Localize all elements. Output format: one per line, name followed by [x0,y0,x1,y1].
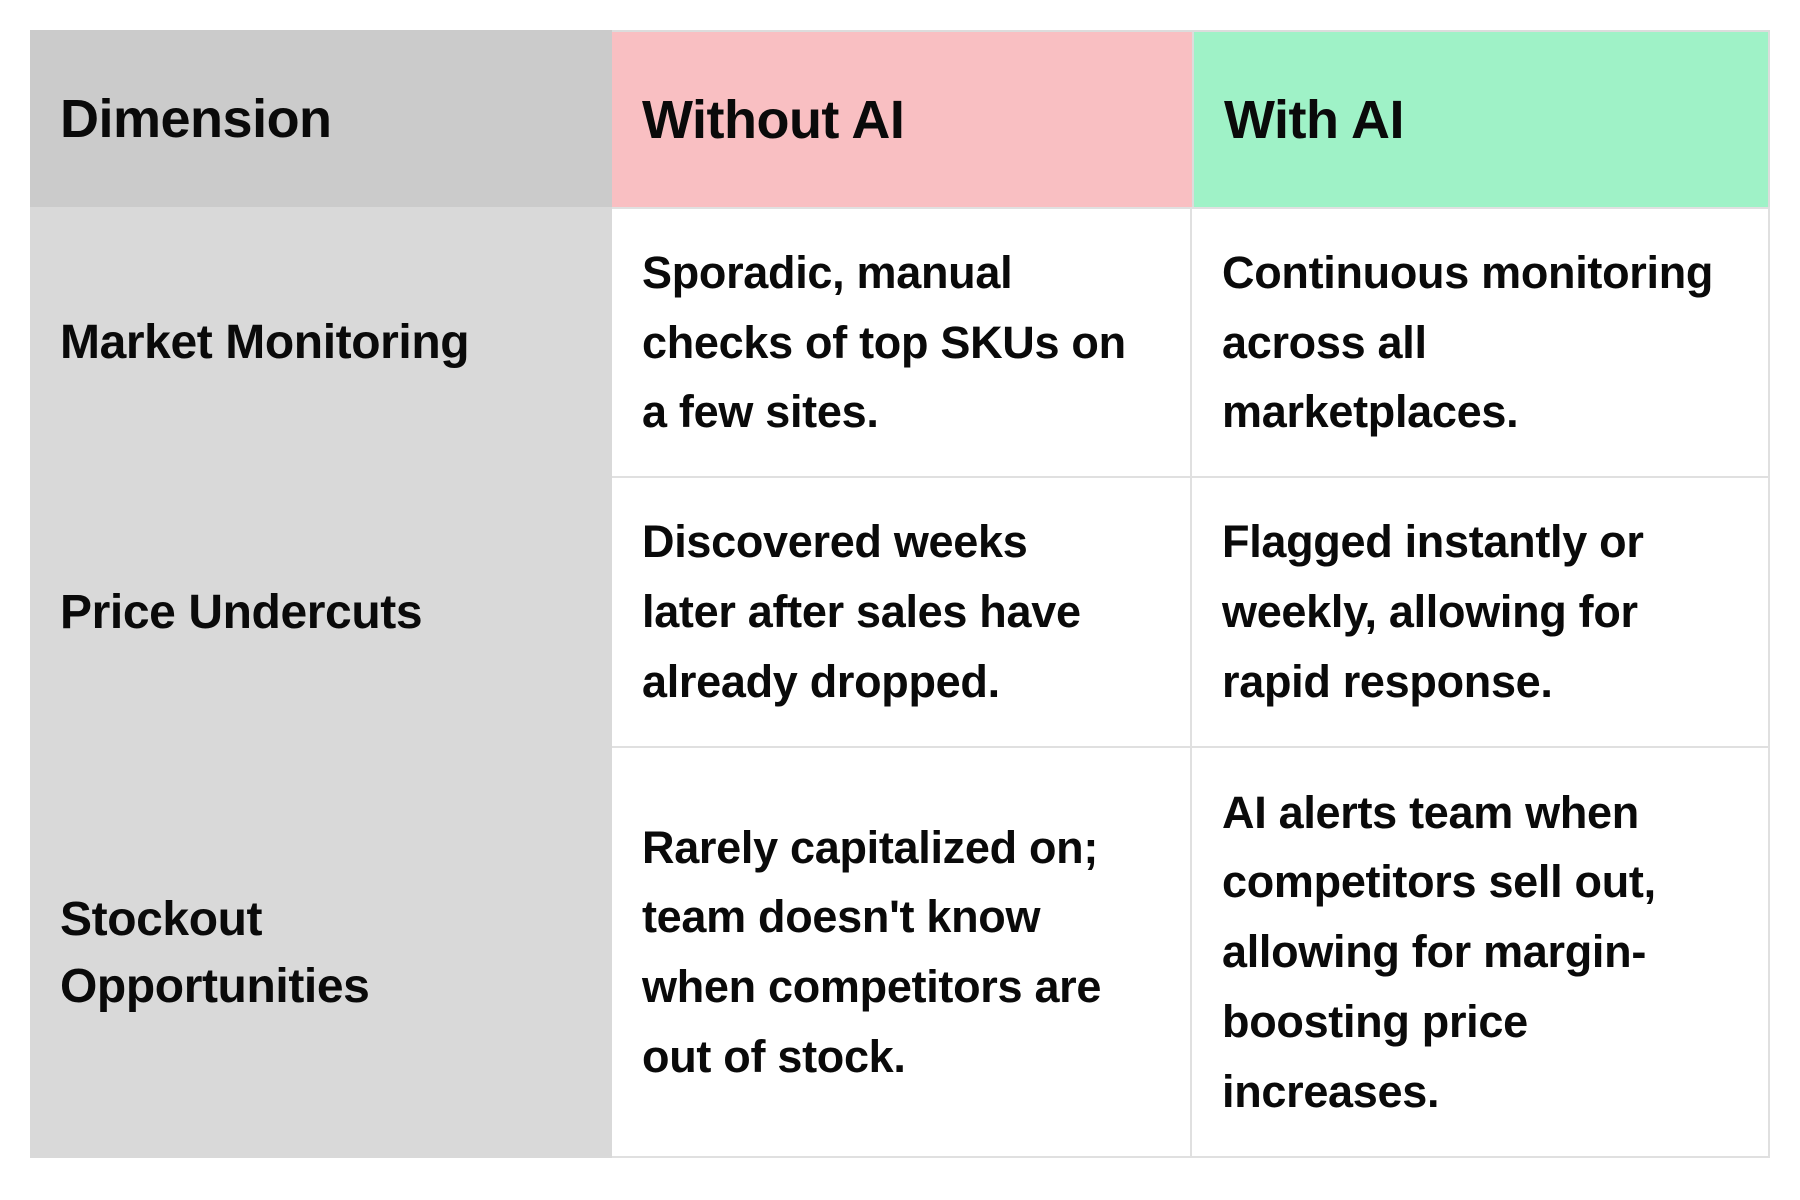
header-cell-with-ai: With AI [1192,30,1770,207]
header-label-without-ai: Without AI [642,89,905,150]
row-label-text: Market Monitoring [60,315,470,369]
cell-market-monitoring-with-ai: Continuous monitoring across all marketp… [1192,207,1770,478]
row-label-text: Stockout Opportunities [60,892,370,1013]
cell-text: Rarely capitalized on; team doesn't know… [642,821,1102,1082]
cell-text: Discovered weeks later after sales have … [642,516,1081,707]
cell-text: Flagged instantly or weekly, allowing fo… [1222,516,1644,707]
cell-text: Continuous monitoring across all marketp… [1222,246,1714,438]
header-label-with-ai: With AI [1224,89,1404,150]
row-label-price-undercuts: Price Undercuts [30,478,612,748]
row-label-text: Price Undercuts [60,586,423,640]
row-label-stockout-opportunities: Stockout Opportunities [30,748,612,1158]
cell-price-undercuts-with-ai: Flagged instantly or weekly, allowing fo… [1192,478,1770,748]
row-label-market-monitoring: Market Monitoring [30,207,612,478]
header-cell-dimension: Dimension [30,30,612,207]
cell-stockout-opportunities-without-ai: Rarely capitalized on; team doesn't know… [612,748,1192,1158]
cell-text: AI alerts team when competitors sell out… [1222,786,1656,1117]
cell-text: Sporadic, manual checks of top SKUs on a… [642,246,1126,438]
header-cell-without-ai: Without AI [612,30,1192,207]
cell-price-undercuts-without-ai: Discovered weeks later after sales have … [612,478,1192,748]
cell-market-monitoring-without-ai: Sporadic, manual checks of top SKUs on a… [612,207,1192,478]
cell-stockout-opportunities-with-ai: AI alerts team when competitors sell out… [1192,748,1770,1158]
comparison-table: Dimension Without AI With AI Market Moni… [30,30,1770,1158]
header-label-dimension: Dimension [60,88,332,149]
